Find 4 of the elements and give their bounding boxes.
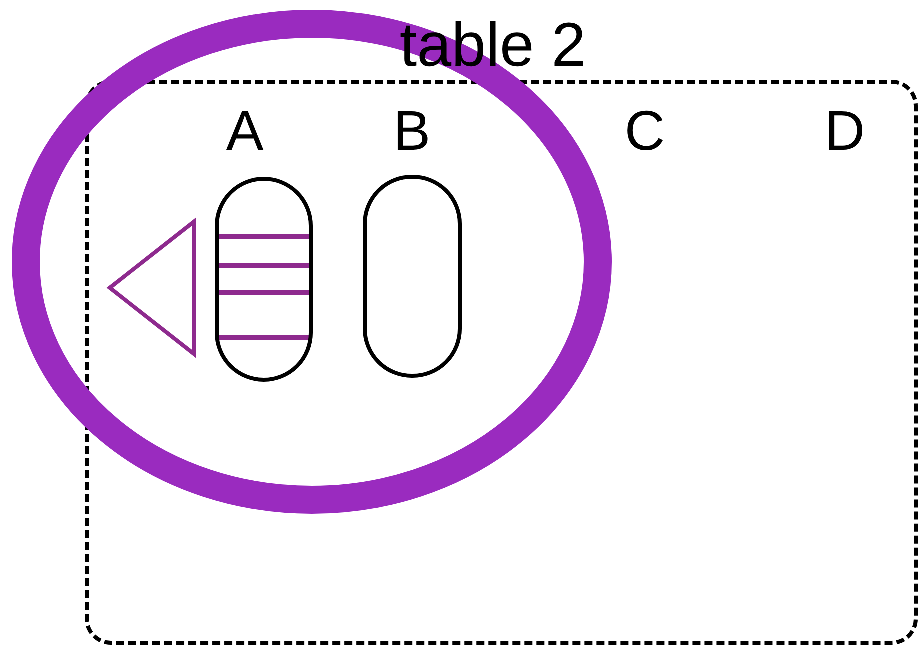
column-label: B	[393, 103, 431, 159]
column-label: A	[226, 103, 264, 159]
column-label: C	[624, 103, 666, 159]
column-label: D	[824, 103, 866, 159]
